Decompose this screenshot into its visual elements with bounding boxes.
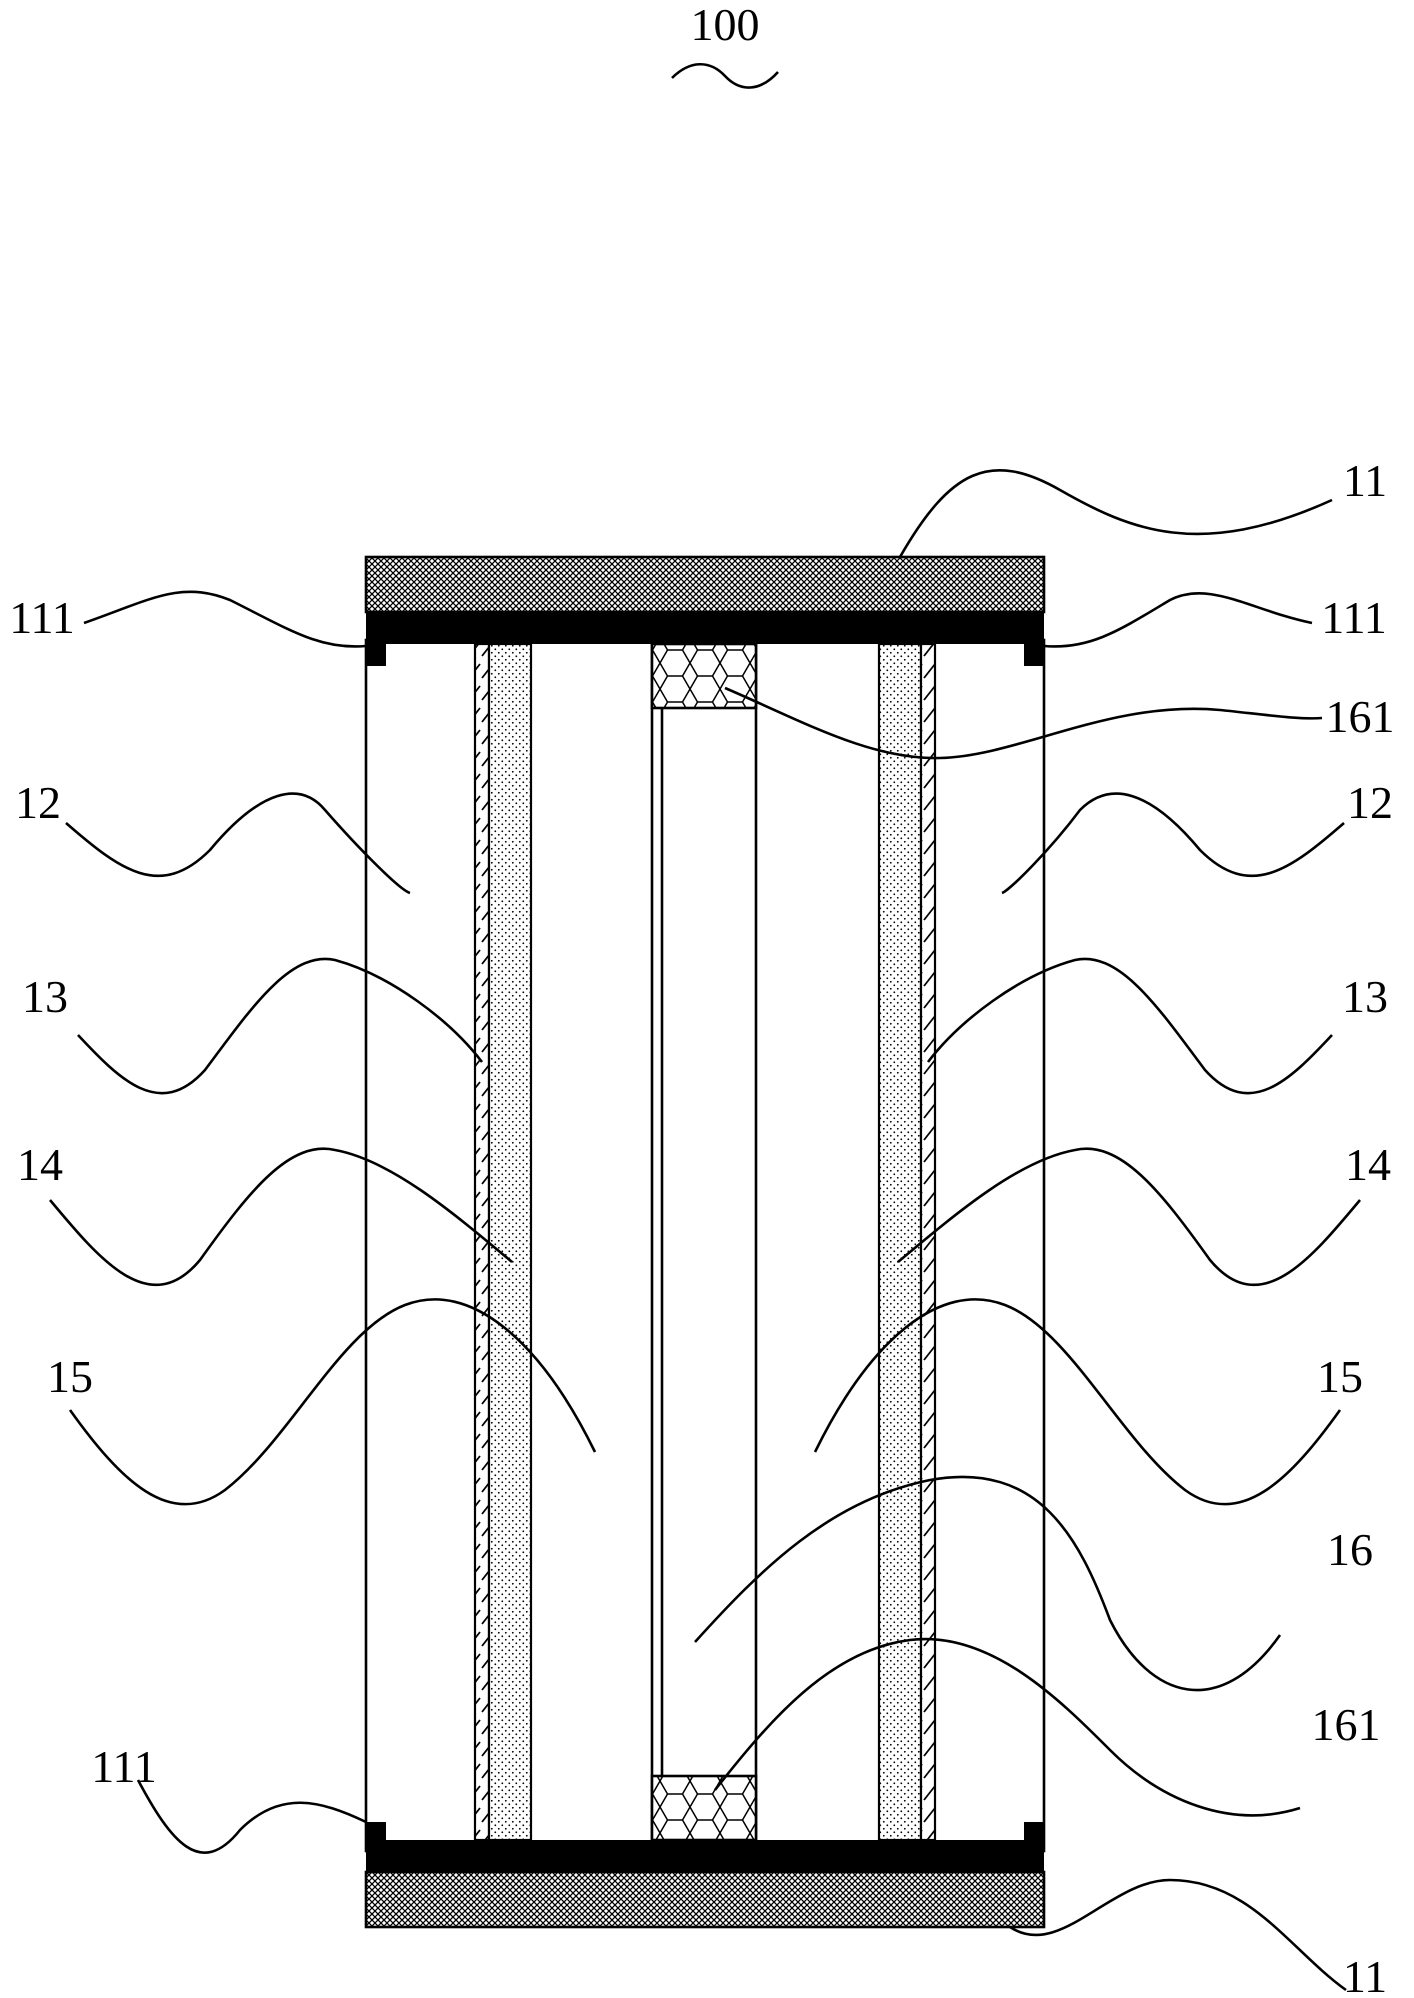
label-161-top: 161 xyxy=(1326,691,1395,742)
leader-16 xyxy=(695,1477,1280,1690)
corner-tab-bottom-left xyxy=(366,1822,386,1844)
leader-13-left xyxy=(78,959,482,1093)
leader-11-top xyxy=(900,470,1332,557)
figure-number-wave xyxy=(672,64,778,87)
central-separator xyxy=(652,644,756,1840)
label-13-left: 13 xyxy=(22,971,68,1022)
leader-12-right xyxy=(1002,794,1344,893)
label-11-top: 11 xyxy=(1343,455,1387,506)
top-end-plate xyxy=(366,557,1044,612)
label-15-left: 15 xyxy=(47,1351,93,1402)
label-11-bottom: 11 xyxy=(1343,1951,1387,1998)
label-16: 16 xyxy=(1327,1524,1373,1575)
leader-14-left xyxy=(50,1149,512,1285)
corner-tab-bottom-right xyxy=(1024,1822,1044,1844)
leader-111-top-left xyxy=(84,592,366,647)
label-12-left: 12 xyxy=(15,777,61,828)
leader-13-right xyxy=(928,959,1332,1093)
leader-14-right xyxy=(898,1149,1360,1285)
leader-11-bottom xyxy=(1010,1880,1346,1990)
figure-number: 100 xyxy=(691,0,760,50)
bottom-black-layer xyxy=(366,1840,1044,1872)
corner-tab-top-right xyxy=(1024,640,1044,666)
left-dotted-layer xyxy=(489,644,531,1840)
leader-161-bottom xyxy=(715,1639,1300,1815)
right-dotted-layer xyxy=(879,644,921,1840)
hex-block-bottom xyxy=(652,1776,756,1840)
label-14-right: 14 xyxy=(1345,1139,1391,1190)
label-111-top-right: 111 xyxy=(1321,592,1387,643)
bottom-end-plate xyxy=(366,1872,1044,1927)
label-13-right: 13 xyxy=(1342,971,1388,1022)
label-15-right: 15 xyxy=(1317,1351,1363,1402)
corner-tab-top-left xyxy=(366,640,386,666)
top-black-layer xyxy=(366,612,1044,644)
hex-block-top xyxy=(652,644,756,708)
label-161-bottom: 161 xyxy=(1312,1699,1381,1750)
label-111-top-left: 111 xyxy=(9,592,75,643)
leader-111-bottom-left xyxy=(138,1780,366,1853)
leader-111-top-right xyxy=(1044,593,1312,646)
label-12-right: 12 xyxy=(1347,777,1393,828)
label-14-left: 14 xyxy=(17,1139,63,1190)
label-111-bottom-left: 111 xyxy=(91,1741,157,1792)
leader-12-left xyxy=(66,794,410,893)
leader-161-top xyxy=(725,688,1322,758)
